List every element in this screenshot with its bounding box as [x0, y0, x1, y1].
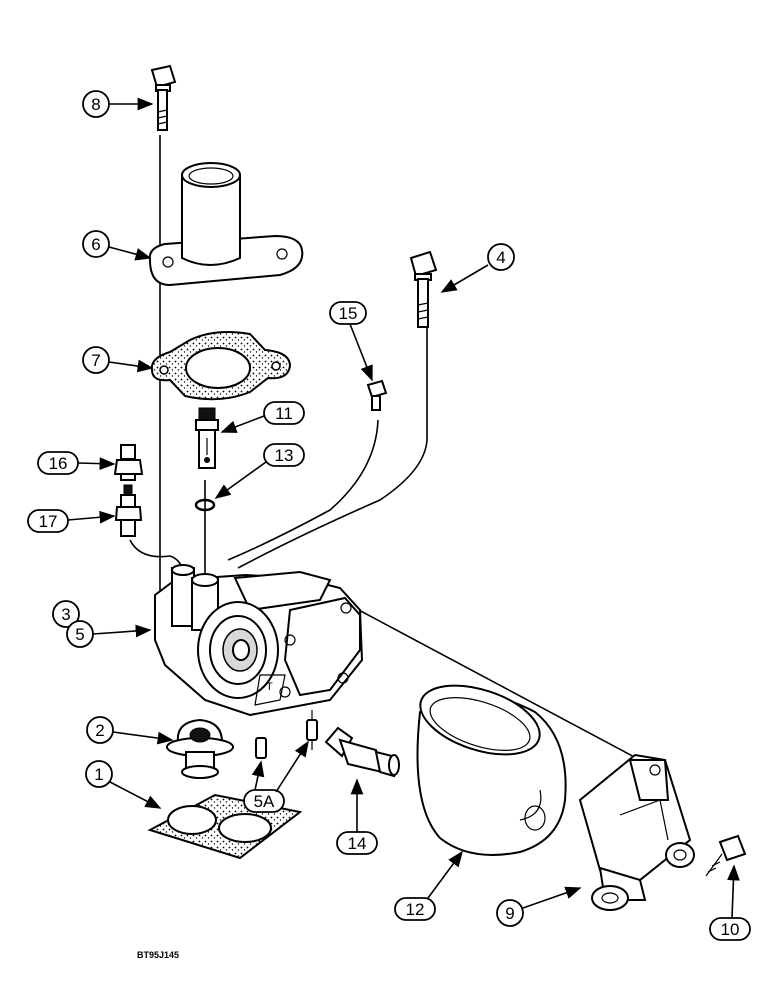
- svg-text:10: 10: [721, 920, 740, 939]
- svg-text:11: 11: [275, 404, 293, 423]
- svg-text:5: 5: [75, 625, 84, 644]
- callout-4: 4: [440, 243, 515, 293]
- callout-13: 13: [214, 443, 305, 499]
- part-15-small-bolt: [366, 379, 388, 411]
- svg-text:7: 7: [91, 351, 100, 370]
- svg-text:2: 2: [95, 721, 104, 740]
- part-2-thermostat: [166, 718, 234, 779]
- part-12-filter: [416, 684, 567, 856]
- part-17-temp-sender: [114, 484, 143, 537]
- part-7-gasket: [150, 331, 292, 401]
- callout-12: 12: [394, 850, 463, 921]
- svg-text:12: 12: [406, 900, 425, 919]
- svg-text:17: 17: [39, 512, 58, 531]
- callout-10: 10: [709, 864, 751, 941]
- svg-text:15: 15: [339, 304, 358, 323]
- figure-code: BT95J145: [137, 950, 179, 960]
- callout-5: 5: [66, 620, 152, 648]
- callout-2: 2: [86, 716, 174, 745]
- callout-5a: 5A: [243, 740, 309, 813]
- part-10-bolt: [705, 834, 747, 877]
- svg-text:5A: 5A: [254, 792, 275, 811]
- svg-text:3: 3: [61, 605, 70, 624]
- svg-text:1: 1: [94, 765, 103, 784]
- callout-6: 6: [82, 230, 152, 261]
- part-5a-dowels: [255, 719, 318, 759]
- svg-text:T: T: [266, 681, 273, 693]
- callout-3: 3: [52, 600, 80, 628]
- callout-16: 16: [37, 451, 116, 475]
- part-14-fitting: [324, 726, 400, 778]
- part-13-o-ring: [194, 498, 216, 512]
- callout-17: 17: [27, 509, 116, 533]
- svg-text:9: 9: [505, 904, 514, 923]
- callout-14: 14: [336, 778, 378, 855]
- part-8-bolt: [150, 64, 177, 131]
- svg-text:6: 6: [91, 235, 100, 254]
- callout-15: 15: [329, 301, 373, 382]
- part-11-sender: [195, 407, 219, 469]
- svg-text:14: 14: [348, 834, 367, 853]
- svg-text:4: 4: [496, 248, 505, 267]
- part-3-5-housing: T: [154, 564, 364, 717]
- part-4-bolt: [409, 250, 438, 328]
- callout-8: 8: [82, 90, 154, 118]
- callout-11: 11: [220, 401, 305, 433]
- callout-1: 1: [85, 760, 162, 809]
- part-16-fitting: [113, 444, 144, 481]
- callout-7: 7: [82, 346, 154, 374]
- callout-9: 9: [496, 886, 582, 927]
- svg-text:13: 13: [275, 446, 294, 465]
- part-6-outlet-pipe: [148, 162, 304, 287]
- part-9-bracket: [578, 753, 695, 911]
- svg-text:8: 8: [91, 95, 100, 114]
- svg-text:16: 16: [49, 454, 68, 473]
